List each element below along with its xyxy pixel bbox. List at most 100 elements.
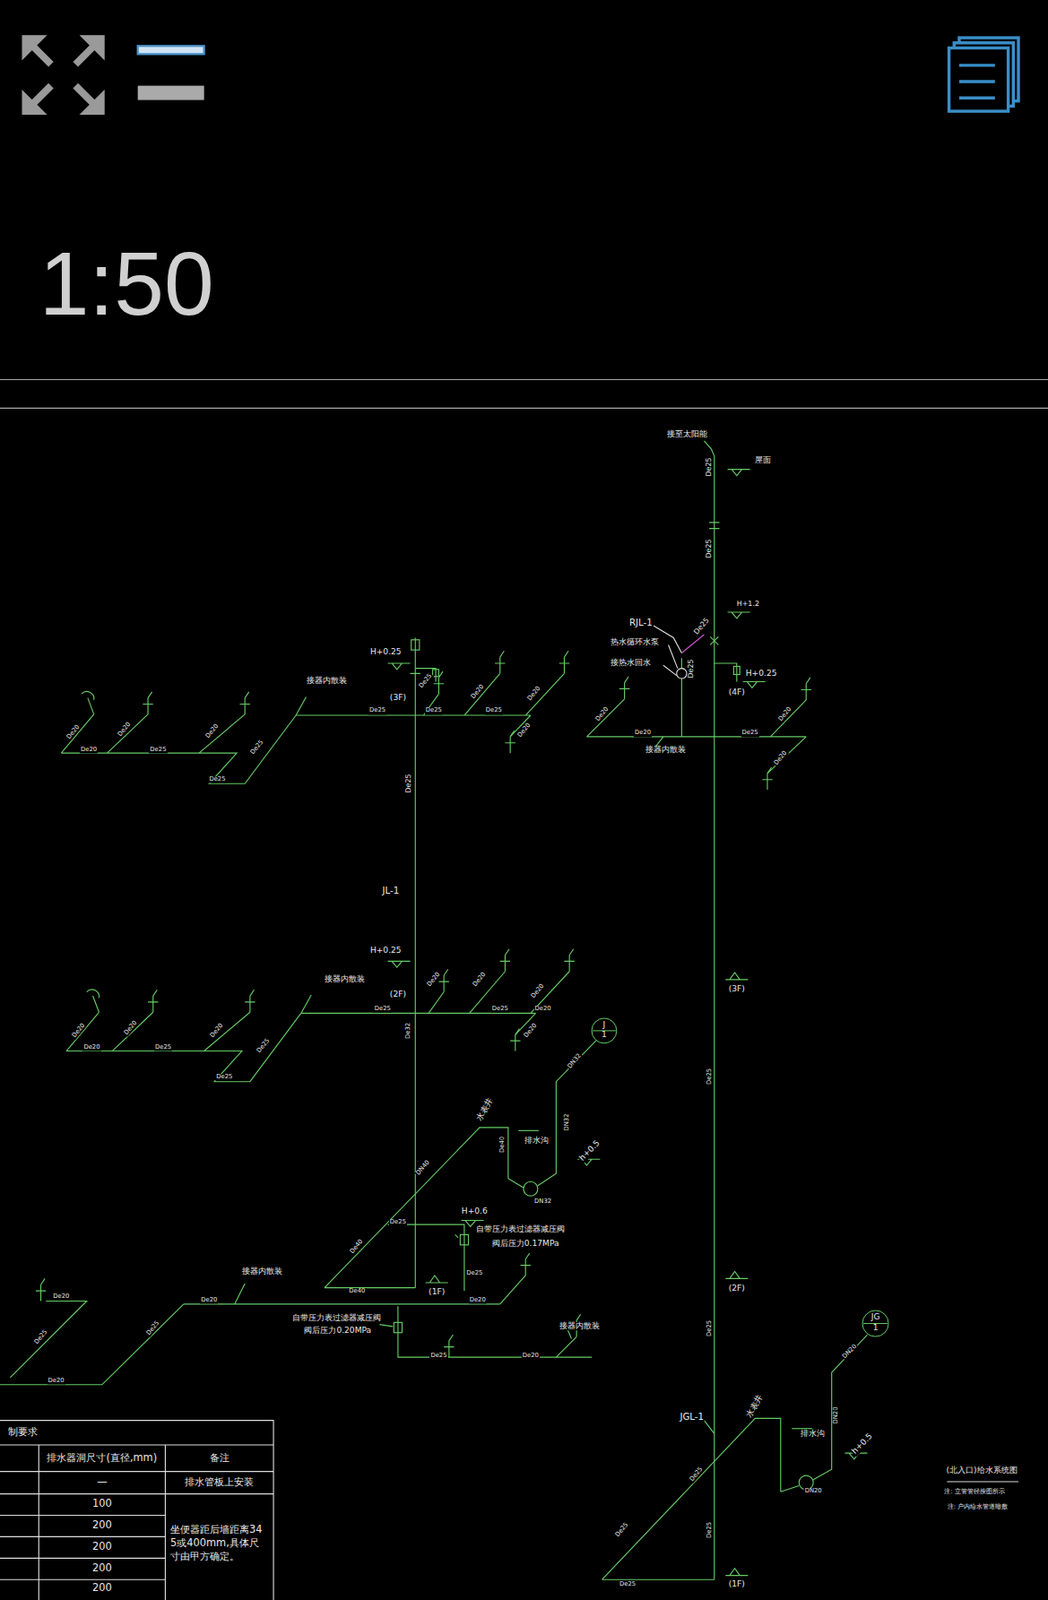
pipe-annotation: (3F) xyxy=(389,693,408,703)
pipe-annotation: JGL-1 xyxy=(678,1411,705,1422)
pipe-annotation: H+1.2 xyxy=(736,600,761,608)
pipe-annotation: 热水循环水泵 xyxy=(609,638,660,648)
pipe-annotation: De25 xyxy=(705,538,713,560)
pipe-annotation: De40 xyxy=(348,1238,365,1256)
pipe-annotation: DN20 xyxy=(804,1489,823,1496)
pipe-annotation: JL-1 xyxy=(381,884,401,895)
pipe-annotation: De25 xyxy=(614,1521,631,1540)
pipe-annotation: 制要求 xyxy=(7,1427,39,1438)
pipe-annotation: 200 xyxy=(91,1583,113,1594)
pipe-annotation: De40 xyxy=(347,1288,366,1295)
pipe-annotation: De20 xyxy=(593,705,610,724)
pipe-annotation: 200 xyxy=(91,1520,113,1532)
pipe-annotation: 接器内散装 xyxy=(323,975,366,985)
pipe-annotation: DN20 xyxy=(840,1342,859,1361)
pipe-annotation: De25 xyxy=(707,1521,714,1540)
pipe-annotation: De25 xyxy=(705,457,713,478)
pipe-annotation: 200 xyxy=(91,1541,113,1553)
pipe-network xyxy=(0,441,868,1580)
pipe-annotation: 自带压力表过滤器减压阀 xyxy=(291,1314,382,1324)
pipe-annotation: 屋面 xyxy=(753,457,772,467)
pipe-annotation: De20 xyxy=(425,970,442,989)
pipe-annotation: De40 xyxy=(500,1135,507,1154)
pipe-annotation: De20 xyxy=(521,1352,540,1360)
pipe-annotation: 1:50 xyxy=(38,238,216,329)
pipe-annotation: De25 xyxy=(618,1581,637,1588)
index-circle: JG1 xyxy=(861,1309,890,1338)
pipe-annotation: 排水沟 xyxy=(523,1136,550,1146)
drawing-title: (北入口)给水系统图 xyxy=(944,1467,1018,1477)
pipe-annotation: H+0.25 xyxy=(369,649,403,659)
pipe-annotation: 200 xyxy=(91,1563,113,1575)
pipe-annotation: H+0.6 xyxy=(460,1207,489,1217)
pipe-annotation: De25 xyxy=(485,708,503,715)
pipe-annotation: De20 xyxy=(533,1005,552,1013)
pipe-annotation: DN32 xyxy=(533,1198,553,1205)
pipe-annotation: De25 xyxy=(692,615,711,637)
pipe-annotation: De20 xyxy=(468,683,486,702)
pipe-annotation: De25 xyxy=(148,746,167,754)
pipe-annotation: — xyxy=(95,1477,108,1489)
pipe-annotation: De25 xyxy=(416,672,434,691)
circle-text: JG xyxy=(871,1313,881,1325)
pipe-annotation: 自带压力表过滤器减压阀 xyxy=(475,1225,566,1235)
pipe-annotation: 坐便器距后墙距离345或400mm,具体尺寸由甲方确定。 xyxy=(169,1523,266,1563)
circle-text: 1 xyxy=(601,1030,607,1042)
pipe-annotation: (2F) xyxy=(727,1284,746,1294)
pipe-annotation: 排水器洞尺寸(直径,mm) xyxy=(45,1453,158,1464)
pipe-annotation: De20 xyxy=(468,1298,487,1305)
pipe-annotation: (1F) xyxy=(427,1288,446,1298)
pipe-annotation: 注: 立管管径按图所示 xyxy=(943,1489,1005,1497)
pipe-annotation: DN40 xyxy=(415,1159,433,1178)
pipe-annotation: DN32 xyxy=(563,1113,571,1133)
pipe-annotation: De25 xyxy=(686,658,694,679)
pipe-annotation: De20 xyxy=(772,749,789,768)
pipe-annotation: De20 xyxy=(633,730,652,737)
pipe-annotation: (3F) xyxy=(727,985,746,995)
pipe-annotation: DN32 xyxy=(565,1051,583,1071)
pipe-annotation: De20 xyxy=(116,720,133,739)
pipe-annotation: De25 xyxy=(389,1219,408,1226)
hot-return-pipe xyxy=(681,634,704,653)
pipe-annotation: 接至太阳能 xyxy=(666,430,709,440)
pipe-annotation: De20 xyxy=(529,982,546,1001)
pipe-annotation: De20 xyxy=(526,684,543,703)
pipe-annotation: De20 xyxy=(47,1378,66,1386)
pipe-annotation: De25 xyxy=(465,1270,484,1277)
pipe-annotation: De25 xyxy=(207,776,226,783)
sheet-rules xyxy=(0,379,1048,408)
pipe-annotation: De25 xyxy=(429,1352,448,1360)
pipe-annotation: (2F) xyxy=(389,990,408,1000)
circle-text: J xyxy=(601,1020,607,1031)
pipe-annotation: (1F) xyxy=(727,1580,746,1590)
pipe-annotation: De20 xyxy=(208,1022,226,1040)
pipe-annotation: 接器内散装 xyxy=(305,677,348,687)
pipe-annotation: De25 xyxy=(154,1044,173,1051)
pipe-annotation: De25 xyxy=(215,1073,234,1081)
pipe-annotation: De20 xyxy=(199,1298,218,1305)
pipe-annotation: RJL-1 xyxy=(628,617,654,628)
circle-text: 1 xyxy=(871,1323,881,1334)
pipe-annotation: De20 xyxy=(82,1044,101,1051)
pipe-annotation: 水表井 xyxy=(474,1096,495,1124)
pipe-annotation: De20 xyxy=(516,721,533,740)
pipe-annotation: De25 xyxy=(707,1067,714,1086)
pipe-annotation: H+0.25 xyxy=(369,946,403,956)
pipe-annotation: 注: 户内给水管道暗敷 xyxy=(946,1505,1009,1512)
leaders-and-pump xyxy=(652,625,687,679)
pipe-annotation: 接器内散装 xyxy=(241,1268,284,1278)
pipe-annotation: De25 xyxy=(424,708,443,715)
pipe-annotation: De25 xyxy=(491,1005,510,1013)
pipe-annotation: De25 xyxy=(368,708,387,715)
pipe-annotation: (4F) xyxy=(727,688,746,698)
pipe-annotation: 阀后压力0.17MPa xyxy=(491,1239,561,1249)
pipe-annotation: De25 xyxy=(254,1037,271,1056)
pipe-annotation: 水表井 xyxy=(744,1393,766,1421)
pipe-annotation: De25 xyxy=(32,1328,49,1347)
pipe-annotation: DN20 xyxy=(833,1405,841,1425)
pipe-annotation: De25 xyxy=(249,738,266,757)
pipe-annotation: 阀后压力0.20MPa xyxy=(303,1327,373,1337)
pipe-annotation: 接器内散装 xyxy=(558,1322,601,1332)
pipe-annotation: 100 xyxy=(91,1498,113,1510)
